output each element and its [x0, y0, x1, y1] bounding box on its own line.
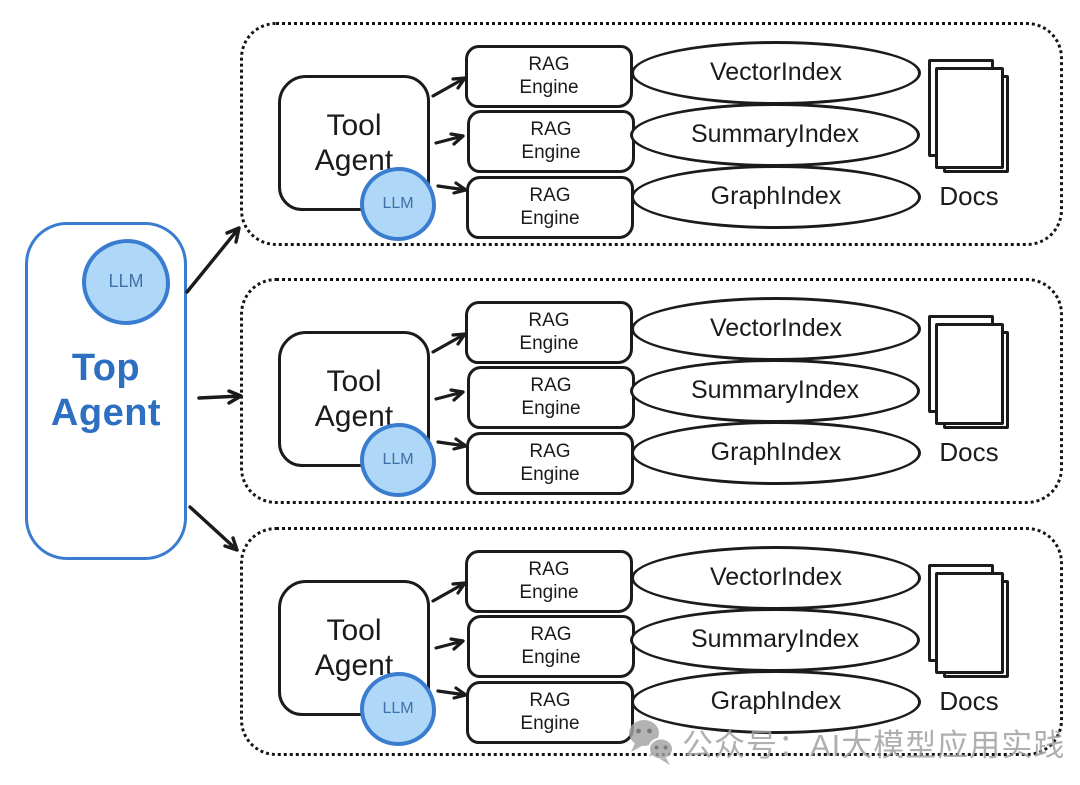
- vector-index-ellipse: VectorIndex: [631, 297, 921, 361]
- rag-engine-label: RAG Engine: [521, 624, 581, 668]
- top-agent-llm-circle: LLM: [82, 239, 170, 325]
- graph-index-ellipse: GraphIndex: [631, 670, 921, 734]
- llm-label: LLM: [108, 271, 144, 292]
- index-label: VectorIndex: [709, 58, 843, 87]
- index-label: SummaryIndex: [690, 376, 860, 405]
- graph-index-ellipse: GraphIndex: [631, 421, 921, 485]
- document-stack-icon: [926, 315, 1012, 431]
- rag-engine-label: RAG Engine: [521, 375, 581, 419]
- index-label: GraphIndex: [710, 687, 842, 716]
- index-label: SummaryIndex: [690, 120, 860, 149]
- docs-icon: Docs: [926, 315, 1012, 468]
- rag-engine-box: RAG Engine: [466, 176, 634, 239]
- arrow-to-group-1: [185, 226, 241, 294]
- rag-engine-label: RAG Engine: [520, 441, 580, 485]
- document-stack-icon: [926, 59, 1012, 175]
- agent-group-1: Tool Agent LLM RAG Engine RAG Engine RAG…: [240, 22, 1063, 246]
- wechat-icon: [629, 720, 674, 765]
- agent-group-2: Tool Agent LLM RAG Engine RAG Engine RAG…: [240, 278, 1063, 504]
- tool-agent-label: Tool Agent: [314, 364, 394, 433]
- rag-engine-label: RAG Engine: [520, 185, 580, 229]
- tool-agent-llm-circle: LLM: [360, 167, 436, 241]
- docs-label: Docs: [939, 181, 999, 211]
- tool-agent-llm-circle: LLM: [360, 672, 436, 746]
- docs-label: Docs: [939, 686, 999, 716]
- rag-engine-label: RAG Engine: [519, 559, 579, 603]
- summary-index-ellipse: SummaryIndex: [630, 103, 920, 167]
- tool-agent-arrows: [431, 581, 468, 700]
- document-stack-icon: [926, 564, 1012, 680]
- rag-engine-box: RAG Engine: [465, 550, 633, 613]
- vector-index-ellipse: VectorIndex: [631, 546, 921, 610]
- rag-engine-box: RAG Engine: [467, 615, 635, 678]
- index-label: VectorIndex: [709, 314, 843, 343]
- rag-engine-box: RAG Engine: [465, 301, 633, 364]
- arrow-to-rag-engine: [431, 332, 468, 451]
- rag-engine-label: RAG Engine: [519, 310, 579, 354]
- rag-engine-label: RAG Engine: [520, 690, 580, 734]
- watermark: 公众号：AI大模型应用实践: [626, 718, 1065, 766]
- arrow-to-rag-engine: [431, 581, 468, 700]
- vector-index-ellipse: VectorIndex: [631, 41, 921, 105]
- summary-index-ellipse: SummaryIndex: [630, 359, 920, 423]
- tool-agent-arrows: [431, 332, 468, 451]
- docs-icon: Docs: [926, 59, 1012, 212]
- rag-engine-label: RAG Engine: [521, 119, 581, 163]
- arrow-to-group-2: [197, 389, 243, 405]
- rag-engine-box: RAG Engine: [467, 110, 635, 173]
- watermark-text: 公众号：AI大模型应用实践: [682, 727, 1066, 763]
- index-label: SummaryIndex: [690, 625, 860, 654]
- docs-icon: Docs: [926, 564, 1012, 717]
- summary-index-ellipse: SummaryIndex: [630, 608, 920, 672]
- llm-label: LLM: [382, 194, 414, 212]
- llm-label: LLM: [382, 450, 414, 468]
- agent-group-3: Tool Agent LLM RAG Engine RAG Engine RAG…: [240, 527, 1063, 756]
- rag-engine-box: RAG Engine: [467, 366, 635, 429]
- index-label: GraphIndex: [710, 438, 842, 467]
- index-label: VectorIndex: [709, 563, 843, 592]
- graph-index-ellipse: GraphIndex: [631, 165, 921, 229]
- docs-label: Docs: [939, 437, 999, 467]
- top-agent-box: LLM Top Agent: [25, 222, 187, 560]
- rag-engine-box: RAG Engine: [466, 681, 634, 744]
- arrow-to-group-3: [188, 505, 239, 552]
- top-agent-label: Top Agent: [50, 347, 162, 434]
- tool-agent-arrows: [431, 76, 468, 195]
- arrow-to-rag-engine: [431, 76, 468, 195]
- rag-engine-box: RAG Engine: [466, 432, 634, 495]
- tool-agent-label: Tool Agent: [314, 108, 394, 177]
- index-label: GraphIndex: [710, 182, 842, 211]
- tool-agent-label: Tool Agent: [314, 613, 394, 682]
- rag-engine-box: RAG Engine: [465, 45, 633, 108]
- tool-agent-llm-circle: LLM: [360, 423, 436, 497]
- llm-label: LLM: [382, 699, 414, 717]
- rag-engine-label: RAG Engine: [519, 54, 579, 98]
